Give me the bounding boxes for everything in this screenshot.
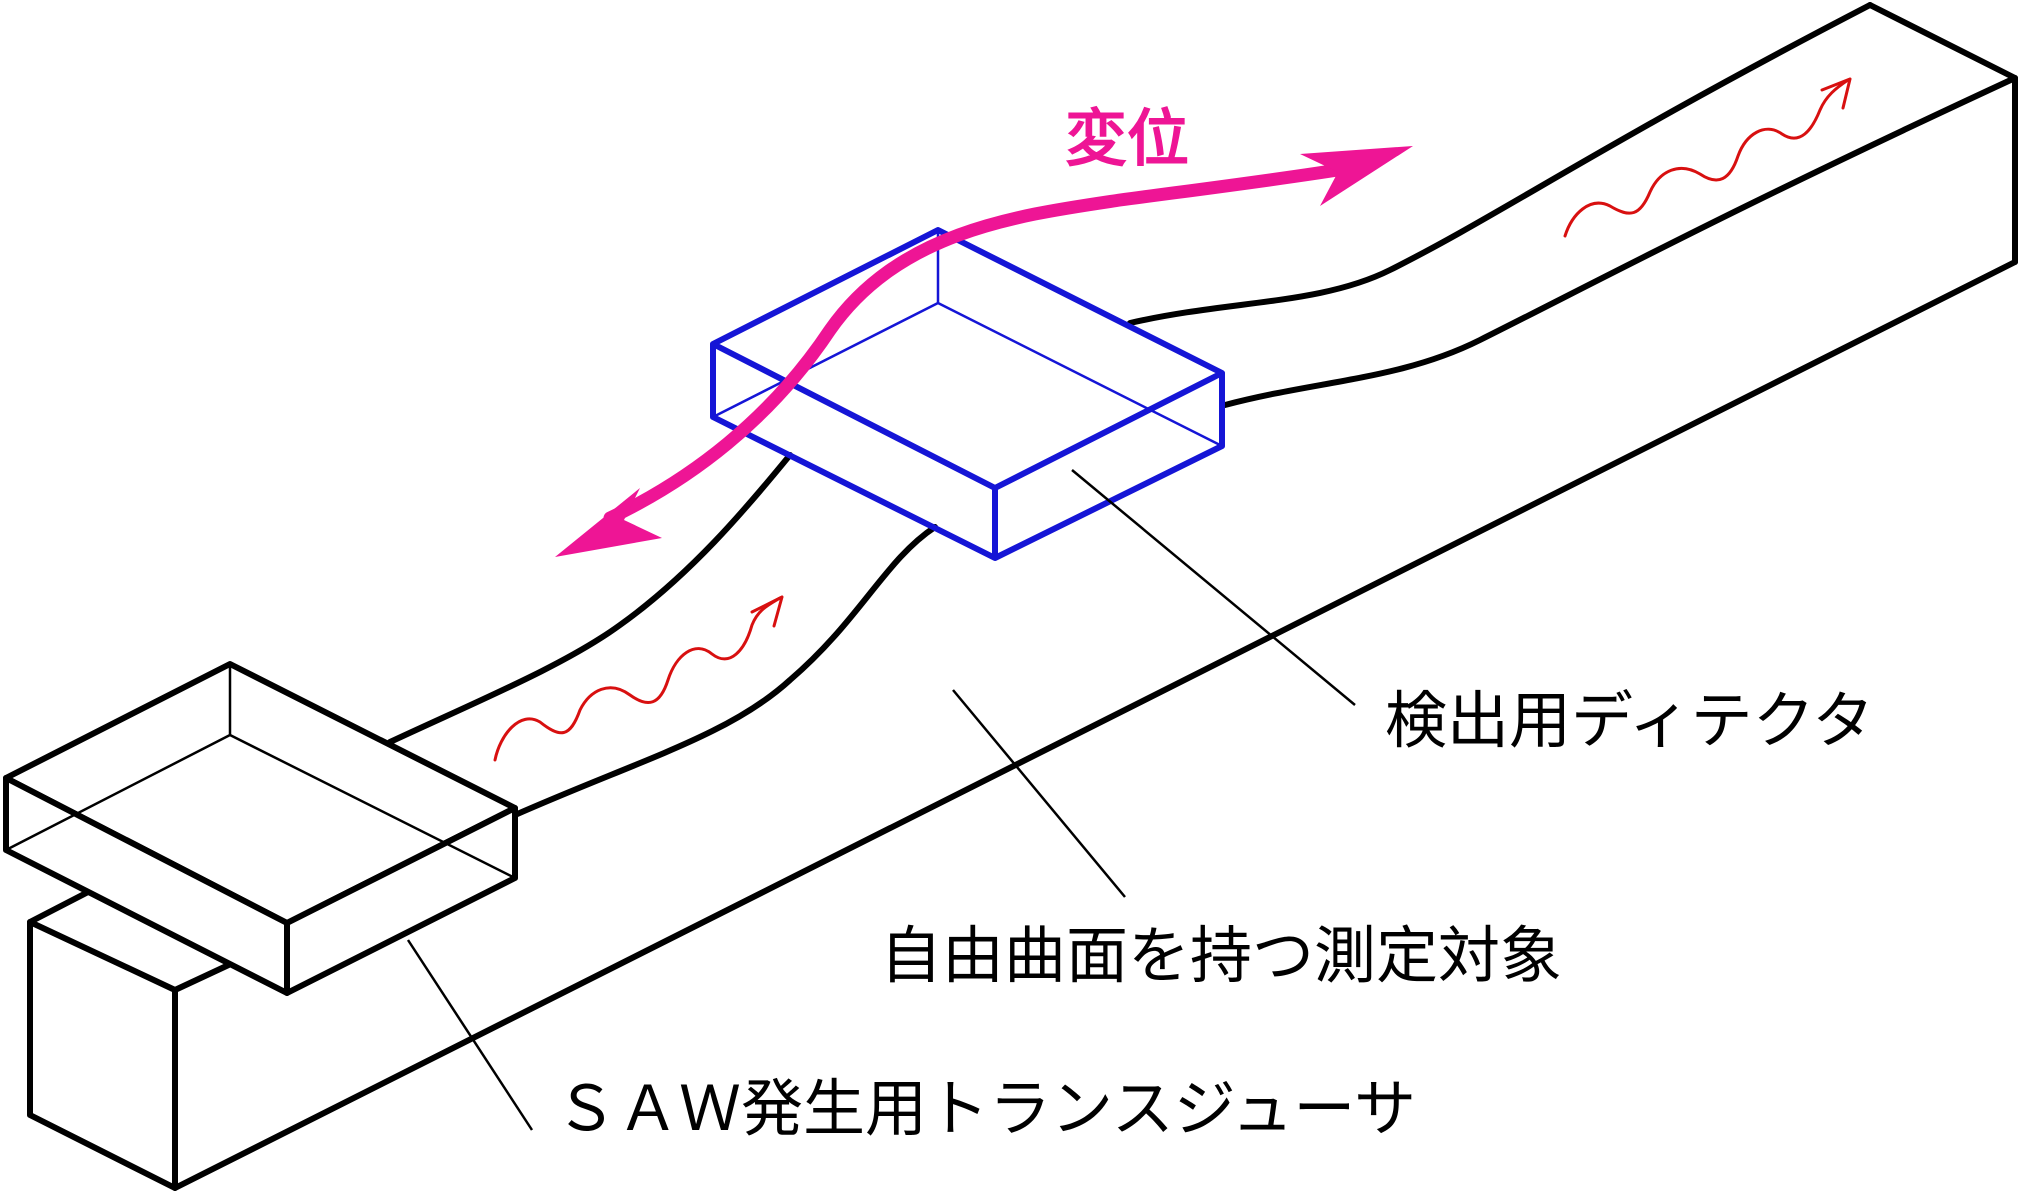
leader-detector — [1071, 469, 1356, 706]
target-upper-curve — [387, 452, 793, 745]
target-end-block — [27, 919, 178, 1191]
label-detector: 検出用ディテクタ — [1385, 684, 1874, 757]
wave-arrowhead-left — [750, 595, 784, 628]
measurement-target — [27, 2, 2018, 1191]
target-lower-curve-right — [1222, 75, 2018, 408]
target-ledge — [27, 887, 95, 925]
detector-outline — [710, 227, 1225, 561]
saw-transducer — [3, 661, 518, 996]
displacement-arrowhead-left — [555, 488, 662, 557]
transducer-hidden-edges — [5, 664, 516, 880]
displacement-arrow — [555, 146, 1413, 557]
leader-lines — [406, 469, 1356, 1131]
label-transducer: ＳＡＷ発生用トランスジューサ — [555, 1072, 1416, 1145]
target-front-edge — [172, 259, 2018, 1191]
detector-box — [710, 227, 1225, 561]
wave-squiggle-left — [493, 596, 782, 762]
target-lower-curve — [512, 524, 938, 818]
wave-squiggle-right — [1563, 78, 1850, 238]
displacement-arrow-shaft — [603, 161, 1357, 525]
label-target: 自由曲面を持つ測定対象 — [880, 919, 1562, 992]
leader-transducer — [406, 939, 534, 1131]
saw-wave-indicators — [493, 77, 1852, 762]
displacement-arrowhead-right — [1300, 146, 1413, 206]
target-ledge-inner — [172, 959, 238, 993]
leader-target — [952, 689, 1126, 898]
label-displacement: 変位 — [1065, 102, 1189, 175]
wave-arrowhead-right — [1820, 77, 1852, 110]
target-upper-curve-right — [1127, 2, 1873, 326]
